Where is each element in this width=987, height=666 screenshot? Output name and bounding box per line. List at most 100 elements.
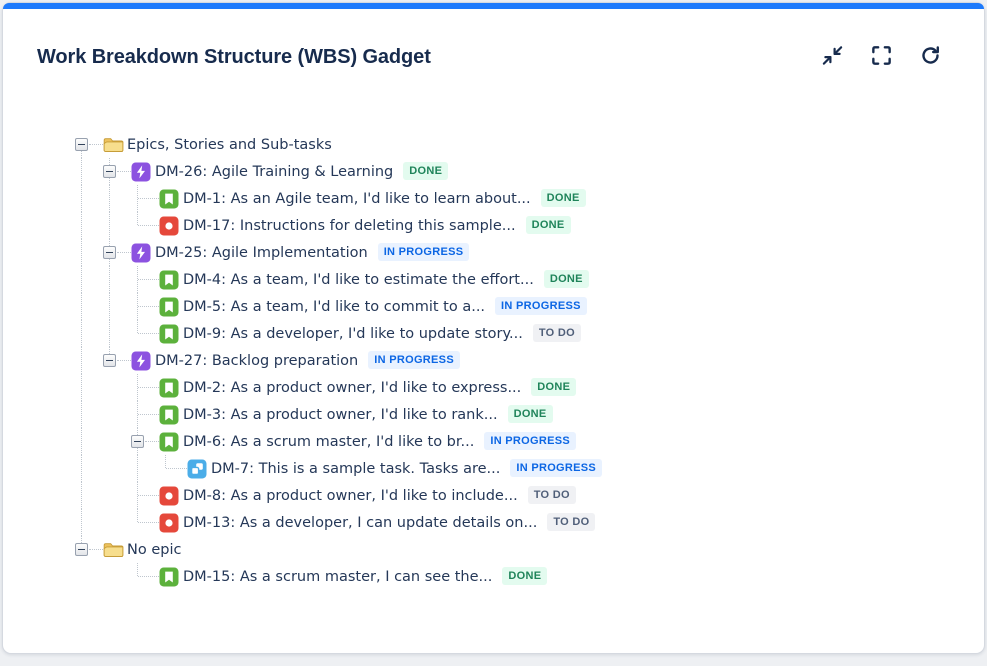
gadget-header: Work Breakdown Structure (WBS) Gadget xyxy=(3,3,984,71)
tree-connector-cell xyxy=(75,158,103,185)
tree-item-label[interactable]: DM-5: As a team, I'd like to commit to a… xyxy=(183,298,486,315)
status-badge: TO DO xyxy=(547,512,596,531)
tree-connector-cell xyxy=(75,185,103,212)
tree-item-label[interactable]: DM-4: As a team, I'd like to estimate th… xyxy=(183,271,534,288)
tree-item-label[interactable]: DM-17: Instructions for deleting this sa… xyxy=(183,217,516,234)
status-badge: IN PROGRESS xyxy=(510,458,603,477)
epic-icon xyxy=(131,243,152,263)
tree-item-label[interactable]: Epics, Stories and Sub-tasks xyxy=(127,136,332,153)
tree-row: DM-5: As a team, I'd like to commit to a… xyxy=(75,293,984,320)
tree-connector-cell xyxy=(75,401,103,428)
tree-connector-cell xyxy=(103,482,131,509)
story-icon xyxy=(159,324,180,344)
tree-connector-cell xyxy=(131,185,159,212)
story-icon xyxy=(159,297,180,317)
status-badge: DONE xyxy=(502,566,548,585)
refresh-button[interactable] xyxy=(916,43,944,71)
fullscreen-icon xyxy=(870,44,893,70)
tree-row: DM-6: As a scrum master, I'd like to br.… xyxy=(75,428,984,455)
collapse-toggle[interactable] xyxy=(103,354,116,367)
tree-connector-cell xyxy=(75,131,103,158)
status-badge: TO DO xyxy=(532,323,581,342)
tree-connector-cell xyxy=(103,239,131,266)
tree-connector-cell xyxy=(75,239,103,266)
story-icon xyxy=(159,378,180,398)
fullscreen-button[interactable] xyxy=(867,43,895,71)
tree-row: DM-15: As a scrum master, I can see the.… xyxy=(75,563,984,590)
tree-connector-cell xyxy=(75,482,103,509)
tree-item-label[interactable]: DM-7: This is a sample task. Tasks are..… xyxy=(211,460,501,477)
tree-connector-cell xyxy=(75,536,103,563)
tree-connector-cell xyxy=(103,401,131,428)
status-badge: DONE xyxy=(540,188,586,207)
tree-row: DM-2: As a product owner, I'd like to ex… xyxy=(75,374,984,401)
tree-connector-cell xyxy=(75,455,103,482)
bug-icon xyxy=(159,513,180,533)
bug-icon xyxy=(159,216,180,236)
tree-connector-cell xyxy=(103,185,131,212)
collapse-button[interactable] xyxy=(818,43,846,71)
tree-item-label[interactable]: DM-3: As a product owner, I'd like to ra… xyxy=(183,406,498,423)
collapse-toggle[interactable] xyxy=(75,543,88,556)
tree-connector-cell xyxy=(103,158,131,185)
status-badge: IN PROGRESS xyxy=(484,431,577,450)
tree-row: Epics, Stories and Sub-tasks xyxy=(75,131,984,158)
tree-connector-cell xyxy=(131,320,159,347)
tree-connector-cell xyxy=(75,212,103,239)
gadget-toolbar xyxy=(818,43,944,71)
tree-item-label[interactable]: No epic xyxy=(127,541,182,558)
tree-connector-cell xyxy=(131,212,159,239)
status-badge: TO DO xyxy=(527,485,576,504)
tree-connector-cell xyxy=(131,266,159,293)
story-icon xyxy=(159,432,180,452)
folder-icon xyxy=(103,135,124,155)
collapse-toggle[interactable] xyxy=(103,165,116,178)
tree-item-label[interactable]: DM-13: As a developer, I can update deta… xyxy=(183,514,538,531)
tree-item-label[interactable]: DM-25: Agile Implementation xyxy=(155,244,368,261)
task-icon xyxy=(187,459,208,479)
folder-icon xyxy=(103,540,124,560)
collapse-toggle[interactable] xyxy=(131,435,144,448)
status-badge: IN PROGRESS xyxy=(377,242,470,261)
tree-item-label[interactable]: DM-1: As an Agile team, I'd like to lear… xyxy=(183,190,531,207)
tree-connector-cell xyxy=(131,428,159,455)
tree-item-label[interactable]: DM-15: As a scrum master, I can see the.… xyxy=(183,568,493,585)
card-accent-bar xyxy=(3,3,984,9)
tree-connector-cell xyxy=(75,320,103,347)
tree-connector-cell xyxy=(131,374,159,401)
tree-row: DM-26: Agile Training & Learning DONE xyxy=(75,158,984,185)
status-badge: DONE xyxy=(507,404,553,423)
story-icon xyxy=(159,189,180,209)
tree-connector-cell xyxy=(75,509,103,536)
story-icon xyxy=(159,270,180,290)
status-badge: IN PROGRESS xyxy=(495,296,587,315)
tree-connector-cell xyxy=(159,455,187,482)
tree-item-label[interactable]: DM-26: Agile Training & Learning xyxy=(155,163,394,180)
tree-connector-cell xyxy=(103,563,131,590)
tree-row: DM-13: As a developer, I can update deta… xyxy=(75,509,984,536)
tree-connector-cell xyxy=(103,320,131,347)
tree-item-label[interactable]: DM-2: As a product owner, I'd like to ex… xyxy=(183,379,522,396)
collapse-toggle[interactable] xyxy=(75,138,88,151)
tree-item-label[interactable]: DM-9: As a developer, I'd like to update… xyxy=(183,325,523,342)
tree-item-label[interactable]: DM-27: Backlog preparation xyxy=(155,352,359,369)
tree-connector-cell xyxy=(131,563,159,590)
tree-connector-cell xyxy=(75,374,103,401)
status-badge: DONE xyxy=(403,161,449,180)
collapse-icon xyxy=(821,44,844,70)
status-badge: DONE xyxy=(531,377,577,396)
collapse-toggle[interactable] xyxy=(103,246,116,259)
tree-row: DM-3: As a product owner, I'd like to ra… xyxy=(75,401,984,428)
epic-icon xyxy=(131,162,152,182)
tree-item-label[interactable]: DM-6: As a scrum master, I'd like to br.… xyxy=(183,433,475,450)
story-icon xyxy=(159,567,180,587)
tree-row: No epic xyxy=(75,536,984,563)
tree-connector-cell xyxy=(103,212,131,239)
tree-connector-cell xyxy=(131,482,159,509)
story-icon xyxy=(159,405,180,425)
tree-row: DM-25: Agile Implementation IN PROGRESS xyxy=(75,239,984,266)
tree-connector-cell xyxy=(75,563,103,590)
tree-item-label[interactable]: DM-8: As a product owner, I'd like to in… xyxy=(183,487,518,504)
page-title: Work Breakdown Structure (WBS) Gadget xyxy=(37,45,431,68)
